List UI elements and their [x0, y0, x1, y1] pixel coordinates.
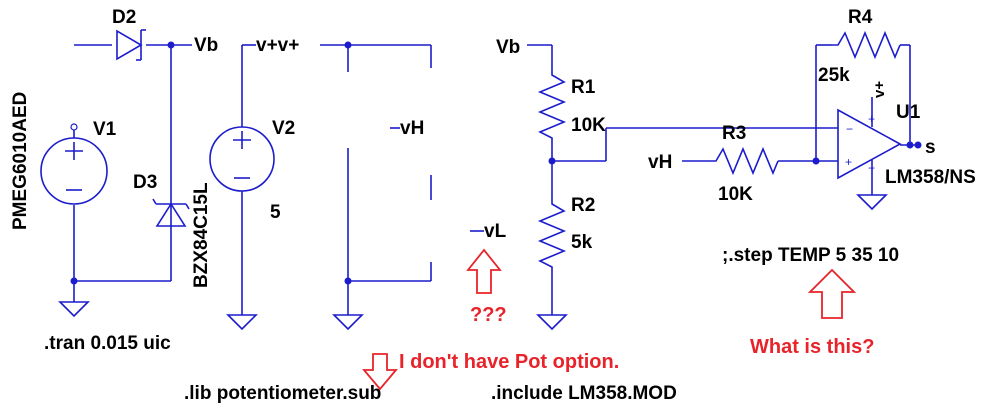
ground-opamp — [856, 194, 888, 211]
resistor-r3[interactable] — [710, 146, 779, 176]
directive-include[interactable]: .include LM358.MOD — [491, 383, 677, 404]
voltage-source-v2[interactable] — [209, 126, 275, 192]
arrow-up-vl-icon — [466, 248, 502, 294]
junction-vplus — [344, 41, 352, 49]
v2-label: V2 — [272, 118, 295, 139]
junction-vb-left — [167, 41, 175, 49]
net-label-output: s — [925, 137, 936, 158]
resistor-r4[interactable] — [832, 30, 901, 60]
opamp-supply-plus-sign: + — [868, 112, 875, 126]
u1-label: U1 — [896, 102, 921, 123]
v2-value: 5 — [270, 202, 281, 223]
net-label-vplus: v+v+ — [256, 35, 299, 56]
opamp-noninv-sign: + — [845, 155, 852, 169]
net-label-vh-right: vH — [400, 118, 424, 139]
r4-label: R4 — [848, 7, 873, 28]
d3-label: D3 — [133, 172, 157, 193]
net-label-vb-mid: Vb — [496, 37, 520, 58]
directive-tran[interactable]: .tran 0.015 uic — [44, 333, 171, 354]
d2-model-label: PMEG6010AED — [10, 92, 31, 230]
d3-model-label: BZX84C15L — [191, 182, 212, 288]
net-label-vb-left: Vb — [194, 35, 218, 56]
arrow-up-step-icon — [807, 268, 857, 319]
resistor-r1[interactable] — [537, 68, 567, 146]
r2-value: 5k — [571, 232, 593, 253]
voltage-source-v1[interactable] — [40, 137, 108, 205]
directive-step[interactable]: ;.step TEMP 5 35 10 — [722, 245, 899, 266]
junction-gnd-pot — [344, 277, 352, 285]
ground-divider — [536, 314, 568, 331]
u1-model: LM358/NS — [885, 167, 976, 188]
ground-left — [58, 301, 90, 318]
net-label-vplus-opamp: v+ — [871, 81, 888, 98]
resistor-r2[interactable] — [537, 196, 567, 275]
note-what-is-this: What is this? — [750, 336, 874, 358]
d2-label: D2 — [112, 7, 136, 28]
output-terminal — [914, 141, 922, 149]
net-label-vl: vL — [484, 221, 507, 242]
r3-value: 10K — [718, 184, 753, 205]
r2-label: R2 — [571, 195, 595, 216]
v1-label: V1 — [93, 119, 117, 140]
directive-lib[interactable]: .lib potentiometer.sub — [184, 383, 381, 404]
ground-v2 — [226, 314, 258, 331]
r1-value: 10K — [571, 115, 606, 136]
r1-label: R1 — [571, 77, 596, 98]
junction-output — [906, 141, 914, 149]
r4-value: 25k — [818, 65, 850, 86]
diode-d2[interactable] — [116, 29, 146, 61]
opamp-supply-minus-sign: − — [868, 161, 875, 175]
r3-label: R3 — [722, 123, 746, 144]
opamp-inv-sign: − — [846, 122, 853, 136]
net-label-vh-mid: vH — [648, 152, 672, 173]
note-question-marks: ??? — [470, 304, 507, 326]
zener-d3[interactable] — [152, 175, 190, 232]
opamp-u1[interactable] — [837, 108, 902, 180]
wires-pot-block — [242, 44, 432, 315]
arrow-down-pot-icon — [362, 353, 398, 391]
note-no-pot: I don't have Pot option. — [399, 351, 619, 373]
junction-gnd-left — [70, 277, 78, 285]
v1-pin — [70, 123, 78, 131]
ground-pot — [332, 314, 364, 331]
